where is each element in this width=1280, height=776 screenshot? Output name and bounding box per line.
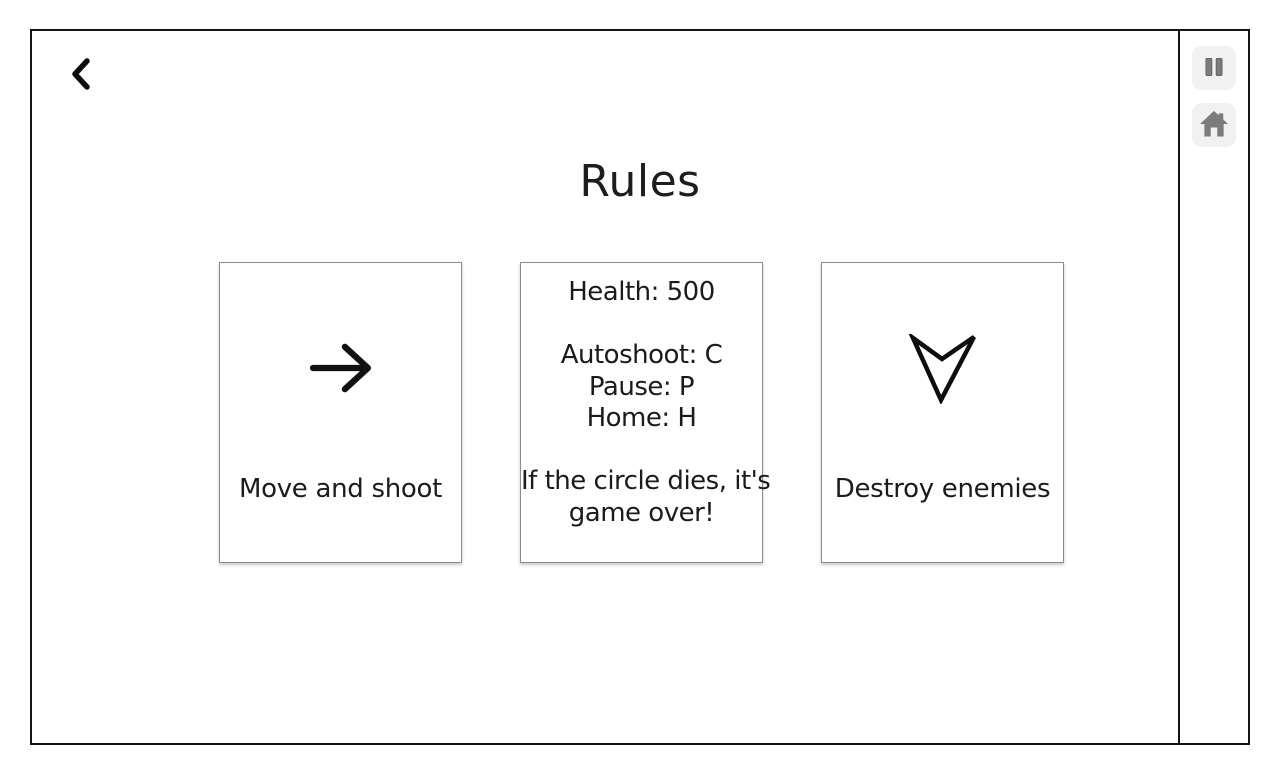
rule-line-gameover-1: If the circle dies, it's [521,466,771,496]
game-frame: Rules Move and shoot Health: 500 Autosho… [30,29,1250,745]
rule-line-autoshoot: Autoshoot: C [560,340,723,370]
home-icon [1199,110,1229,141]
back-button[interactable] [58,49,102,101]
home-button[interactable] [1192,103,1236,147]
rule-line-spacer [521,435,762,467]
controls-text: Health: 500 Autoshoot: C Pause: P Home: … [521,277,771,529]
chevron-left-icon [68,57,92,94]
pause-button[interactable] [1192,46,1236,90]
rule-line-pause: Pause: P [588,371,695,402]
rule-line-spacer [521,309,762,341]
rule-line-health: Health: 500 [568,277,715,307]
rule-line-home: Home: H [586,403,697,433]
dart-down-icon [822,334,1063,404]
sidebar [1178,31,1248,743]
pause-icon [1203,56,1225,81]
arrow-right-icon [220,342,461,394]
card-move-and-shoot: Move and shoot [219,262,462,563]
card-controls: Health: 500 Autoshoot: C Pause: P Home: … [520,262,771,563]
card-caption: Move and shoot [238,474,442,504]
card-caption: Destroy enemies [834,474,1051,504]
card-destroy-enemies: Destroy enemies [821,262,1064,563]
page-title: Rules [579,156,701,207]
rule-line-gameover-2: game over! [568,497,715,528]
